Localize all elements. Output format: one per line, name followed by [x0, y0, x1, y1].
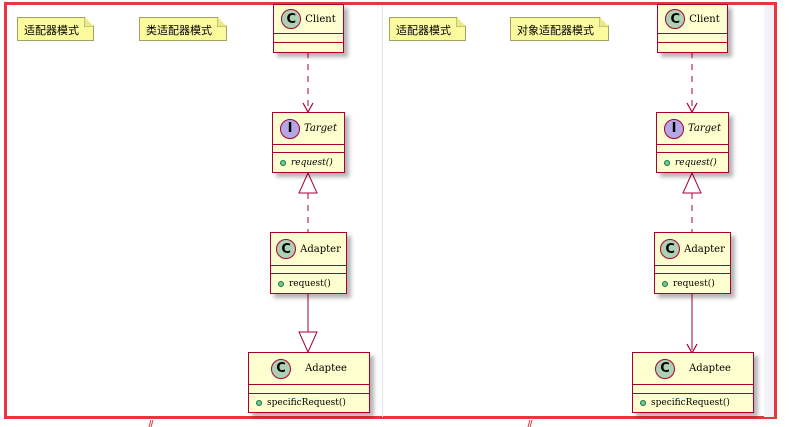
class-header: C Adaptee [633, 353, 753, 385]
interface-name: Target [688, 123, 721, 134]
class-badge-icon: C [281, 9, 302, 29]
method-name: request() [675, 157, 717, 168]
method-row: specificRequest() [249, 394, 369, 412]
class-name: Adaptee [689, 363, 731, 374]
class-badge-icon: C [655, 358, 676, 379]
left-adaptee-class[interactable]: C Adaptee specificRequest() [248, 352, 370, 413]
method-name: request() [289, 278, 331, 289]
right-note-title-text: 适配器模式 [396, 24, 451, 37]
right-note-title: 适配器模式 [389, 17, 466, 41]
left-note-title-text: 适配器模式 [24, 24, 79, 37]
method-row: request() [657, 153, 728, 172]
left-adapter-adaptee-inheritance [298, 294, 318, 354]
right-client-target-dependency [686, 52, 698, 114]
method-name: specificRequest() [651, 398, 730, 408]
method-row: request() [655, 274, 730, 293]
class-header: C Client [274, 5, 343, 34]
method-name: request() [291, 157, 333, 168]
methods-section: request() [271, 274, 346, 293]
note-fold-icon [599, 17, 609, 27]
method-row: request() [273, 153, 344, 172]
right-adaptee-class[interactable]: C Adaptee specificRequest() [632, 352, 754, 413]
right-adapter-class[interactable]: C Adapter request() [654, 232, 731, 294]
right-client-class[interactable]: C Client [657, 4, 728, 53]
public-method-icon [280, 159, 286, 166]
right-target-interface[interactable]: I Target request() [656, 112, 729, 173]
public-method-icon [256, 400, 262, 406]
left-note-subtitle: 类适配器模式 [139, 17, 227, 41]
fields-section [658, 34, 727, 43]
bottom-mark-left [148, 420, 154, 427]
class-name: Client [305, 13, 336, 25]
public-method-icon [664, 159, 670, 166]
fields-section [657, 145, 728, 153]
public-method-icon [278, 280, 284, 287]
diagram-frame [4, 2, 777, 419]
right-note-subtitle-text: 对象适配器模式 [517, 24, 594, 37]
interface-header: I Target [273, 113, 344, 145]
note-fold-icon [217, 17, 227, 27]
methods-section: specificRequest() [633, 394, 753, 412]
method-row: request() [271, 274, 346, 293]
left-client-target-dependency [302, 52, 314, 114]
class-header: C Adapter [271, 233, 346, 266]
fields-section [655, 266, 730, 274]
fields-section [249, 385, 369, 394]
left-adapter-target-realization [298, 171, 318, 232]
left-target-interface[interactable]: I Target request() [272, 112, 345, 173]
class-name: Adapter [300, 243, 341, 255]
class-name: Adapter [684, 243, 725, 255]
left-note-title: 适配器模式 [17, 17, 94, 41]
fields-section [274, 34, 343, 43]
interface-name: Target [304, 123, 337, 134]
methods-section: specificRequest() [249, 394, 369, 412]
interface-badge-icon: I [664, 118, 684, 139]
methods-section [658, 43, 727, 52]
left-note-subtitle-text: 类适配器模式 [146, 24, 212, 37]
bottom-mark-right [527, 420, 533, 427]
left-client-class[interactable]: C Client [273, 4, 344, 53]
left-adapter-class[interactable]: C Adapter request() [270, 232, 347, 294]
class-badge-icon: C [660, 239, 681, 259]
note-fold-icon [84, 17, 94, 27]
class-badge-icon: C [276, 239, 297, 259]
fields-section [271, 266, 346, 274]
fields-section [633, 385, 753, 394]
method-name: request() [673, 278, 715, 289]
fields-section [273, 145, 344, 153]
public-method-icon [640, 400, 646, 406]
method-row: specificRequest() [633, 394, 753, 412]
panel-divider [382, 5, 383, 417]
right-adapter-target-realization [682, 171, 702, 232]
public-method-icon [662, 280, 668, 287]
right-adapter-adaptee-association [686, 294, 698, 355]
right-edge-shade [764, 5, 774, 417]
methods-section [274, 43, 343, 52]
note-fold-icon [456, 17, 466, 27]
methods-section: request() [273, 153, 344, 172]
methods-section: request() [657, 153, 728, 172]
class-badge-icon: C [271, 358, 292, 379]
class-name: Adaptee [305, 363, 347, 374]
class-header: C Client [658, 5, 727, 34]
class-header: C Adaptee [249, 353, 369, 385]
class-name: Client [689, 13, 720, 25]
interface-badge-icon: I [280, 118, 300, 139]
interface-header: I Target [657, 113, 728, 145]
class-header: C Adapter [655, 233, 730, 266]
class-badge-icon: C [665, 9, 686, 29]
right-note-subtitle: 对象适配器模式 [510, 17, 609, 41]
methods-section: request() [655, 274, 730, 293]
method-name: specificRequest() [267, 398, 346, 408]
